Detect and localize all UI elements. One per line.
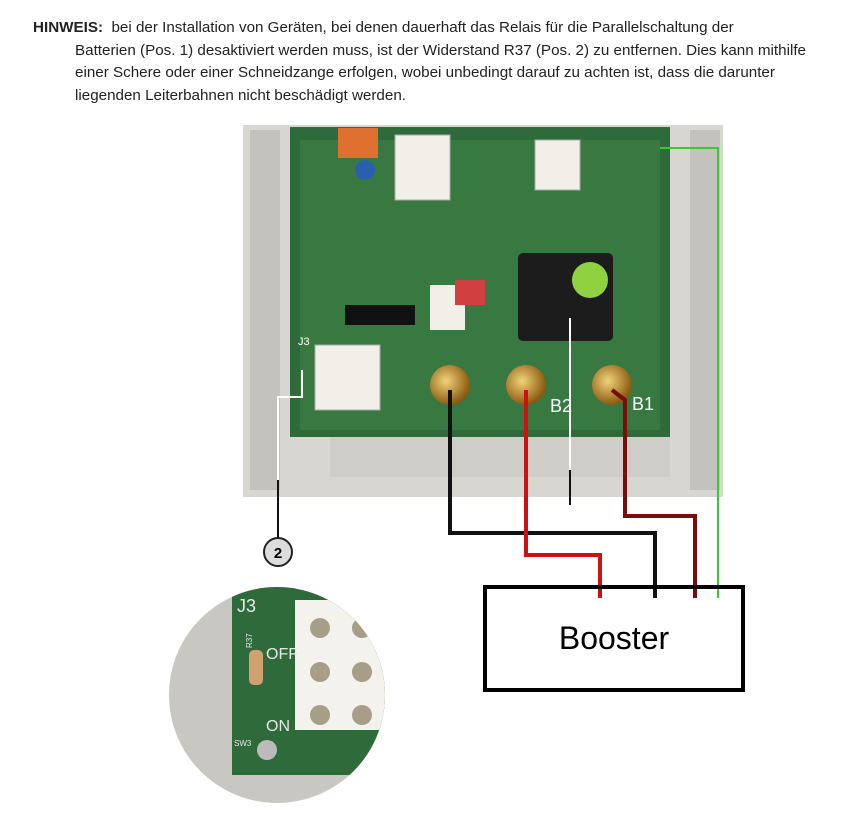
callout-number: 2 bbox=[274, 545, 282, 562]
label-b2: B2 bbox=[550, 396, 572, 416]
label-j3: J3 bbox=[298, 336, 310, 348]
svg-text:J3: J3 bbox=[237, 596, 256, 616]
callout-leader-top bbox=[277, 370, 303, 538]
wires bbox=[448, 147, 719, 598]
note-body: Batterien (Pos. 1) desaktiviert werden m… bbox=[75, 41, 807, 104]
wire-darkred bbox=[610, 388, 697, 598]
svg-text:ON: ON bbox=[266, 718, 290, 735]
detail-zoom-r37: J3 R37 OFF ON SW3 bbox=[169, 587, 385, 803]
booster-label: Booster bbox=[558, 620, 670, 656]
svg-text:OFF: OFF bbox=[266, 646, 298, 663]
note-line1: bei der Installation von Geräten, bei de… bbox=[111, 19, 734, 36]
wire-red bbox=[524, 390, 602, 598]
callout-circle bbox=[263, 537, 293, 567]
installation-note: HINWEIS: bei der Installation von Geräte… bbox=[33, 17, 843, 107]
wire-green bbox=[660, 147, 719, 598]
svg-text:R37: R37 bbox=[245, 633, 254, 648]
board-photo: B2 B1 J3 bbox=[243, 125, 723, 497]
label-b1: B1 bbox=[632, 394, 654, 414]
note-label: HINWEIS: bbox=[33, 19, 104, 36]
booster-box bbox=[483, 585, 745, 692]
wire-black bbox=[448, 390, 657, 598]
svg-text:SW3: SW3 bbox=[234, 739, 252, 748]
